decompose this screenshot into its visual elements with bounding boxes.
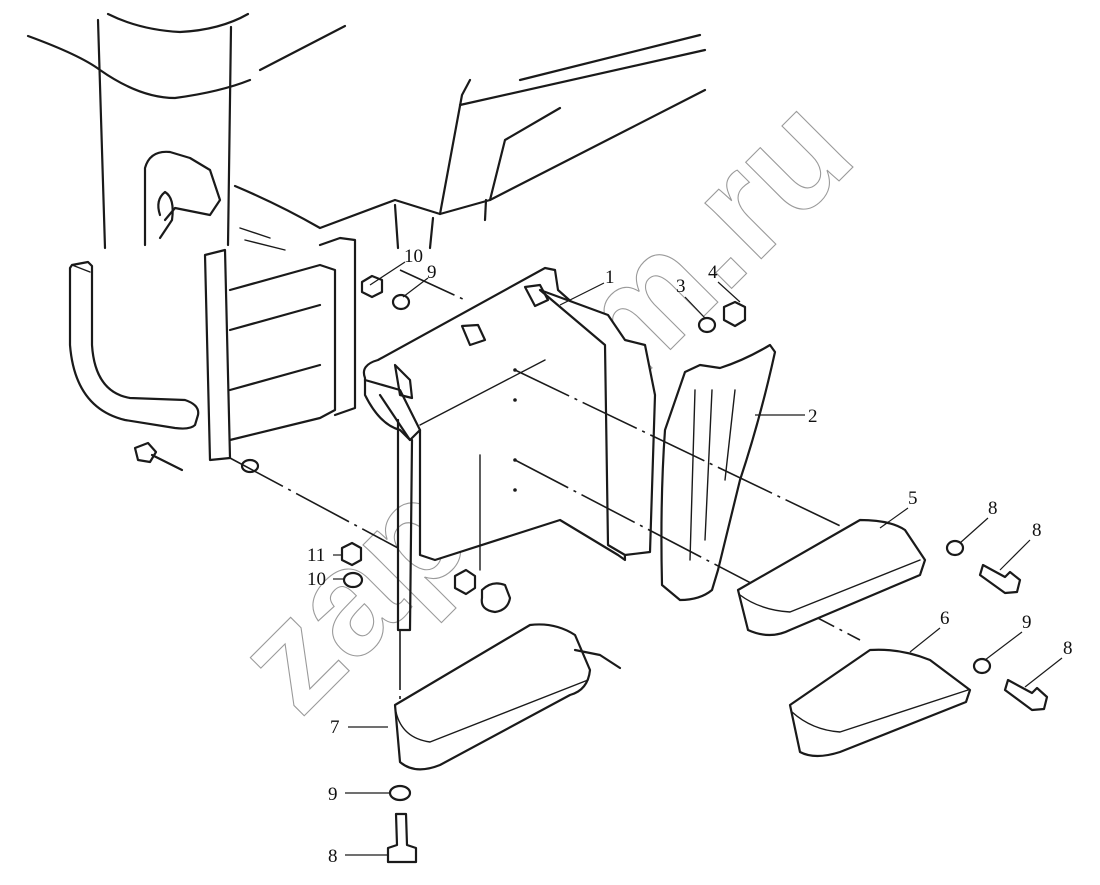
washer-9-upper: [945, 539, 965, 557]
callout-1: 1: [605, 267, 615, 288]
washer-3: [697, 316, 717, 334]
callout-11-lower: 11: [307, 545, 325, 566]
callout-10-lower: 10: [307, 569, 326, 590]
callout-8-upper: 8: [1032, 520, 1042, 541]
callout-9-upper: 8: [988, 498, 998, 519]
callout-11-top: 10: [404, 246, 423, 267]
leader-lines: [333, 261, 1063, 856]
nut-lower: [453, 568, 477, 596]
middle-step-6: [788, 648, 972, 758]
callout-9-lower: 9: [328, 784, 338, 805]
callout-8-middle: 8: [1063, 638, 1073, 659]
bolt-left: [133, 441, 184, 472]
callout-7: 7: [330, 717, 340, 738]
callouts: 10 9 1 3 4 2 5 8 8 6 9 8 11 10 7 9 8: [307, 246, 1073, 867]
nut-11-top: [360, 274, 384, 299]
washer-9-middle: [972, 657, 992, 675]
washer-10-top: [391, 293, 411, 311]
bolt-8-middle: [1003, 678, 1049, 712]
bolt-8-upper: [978, 563, 1022, 595]
washer-9-lower: [388, 784, 412, 802]
bushing: [480, 582, 512, 614]
callout-5: 5: [908, 488, 918, 509]
lower-step-7: [393, 623, 622, 771]
washer-10-lower: [342, 571, 364, 589]
step-bracket-1: [362, 266, 657, 632]
callout-4: 4: [708, 262, 718, 283]
cab-body: [26, 12, 707, 462]
side-cover-panel-2: [660, 343, 777, 602]
handrail: [68, 260, 200, 430]
nut-11-lower: [340, 541, 363, 567]
callout-3: 3: [676, 276, 686, 297]
callout-8-lower: 8: [328, 846, 338, 867]
washer-left: [240, 458, 260, 474]
hardware: [340, 274, 1049, 864]
callout-9-middle: 9: [1022, 612, 1032, 633]
callout-10-top: 9: [427, 262, 437, 283]
nut-4: [722, 300, 747, 328]
callout-6: 6: [940, 608, 950, 629]
callout-2: 2: [808, 406, 818, 427]
bolt-8-lower: [386, 812, 418, 864]
upper-step-5: [736, 518, 927, 637]
